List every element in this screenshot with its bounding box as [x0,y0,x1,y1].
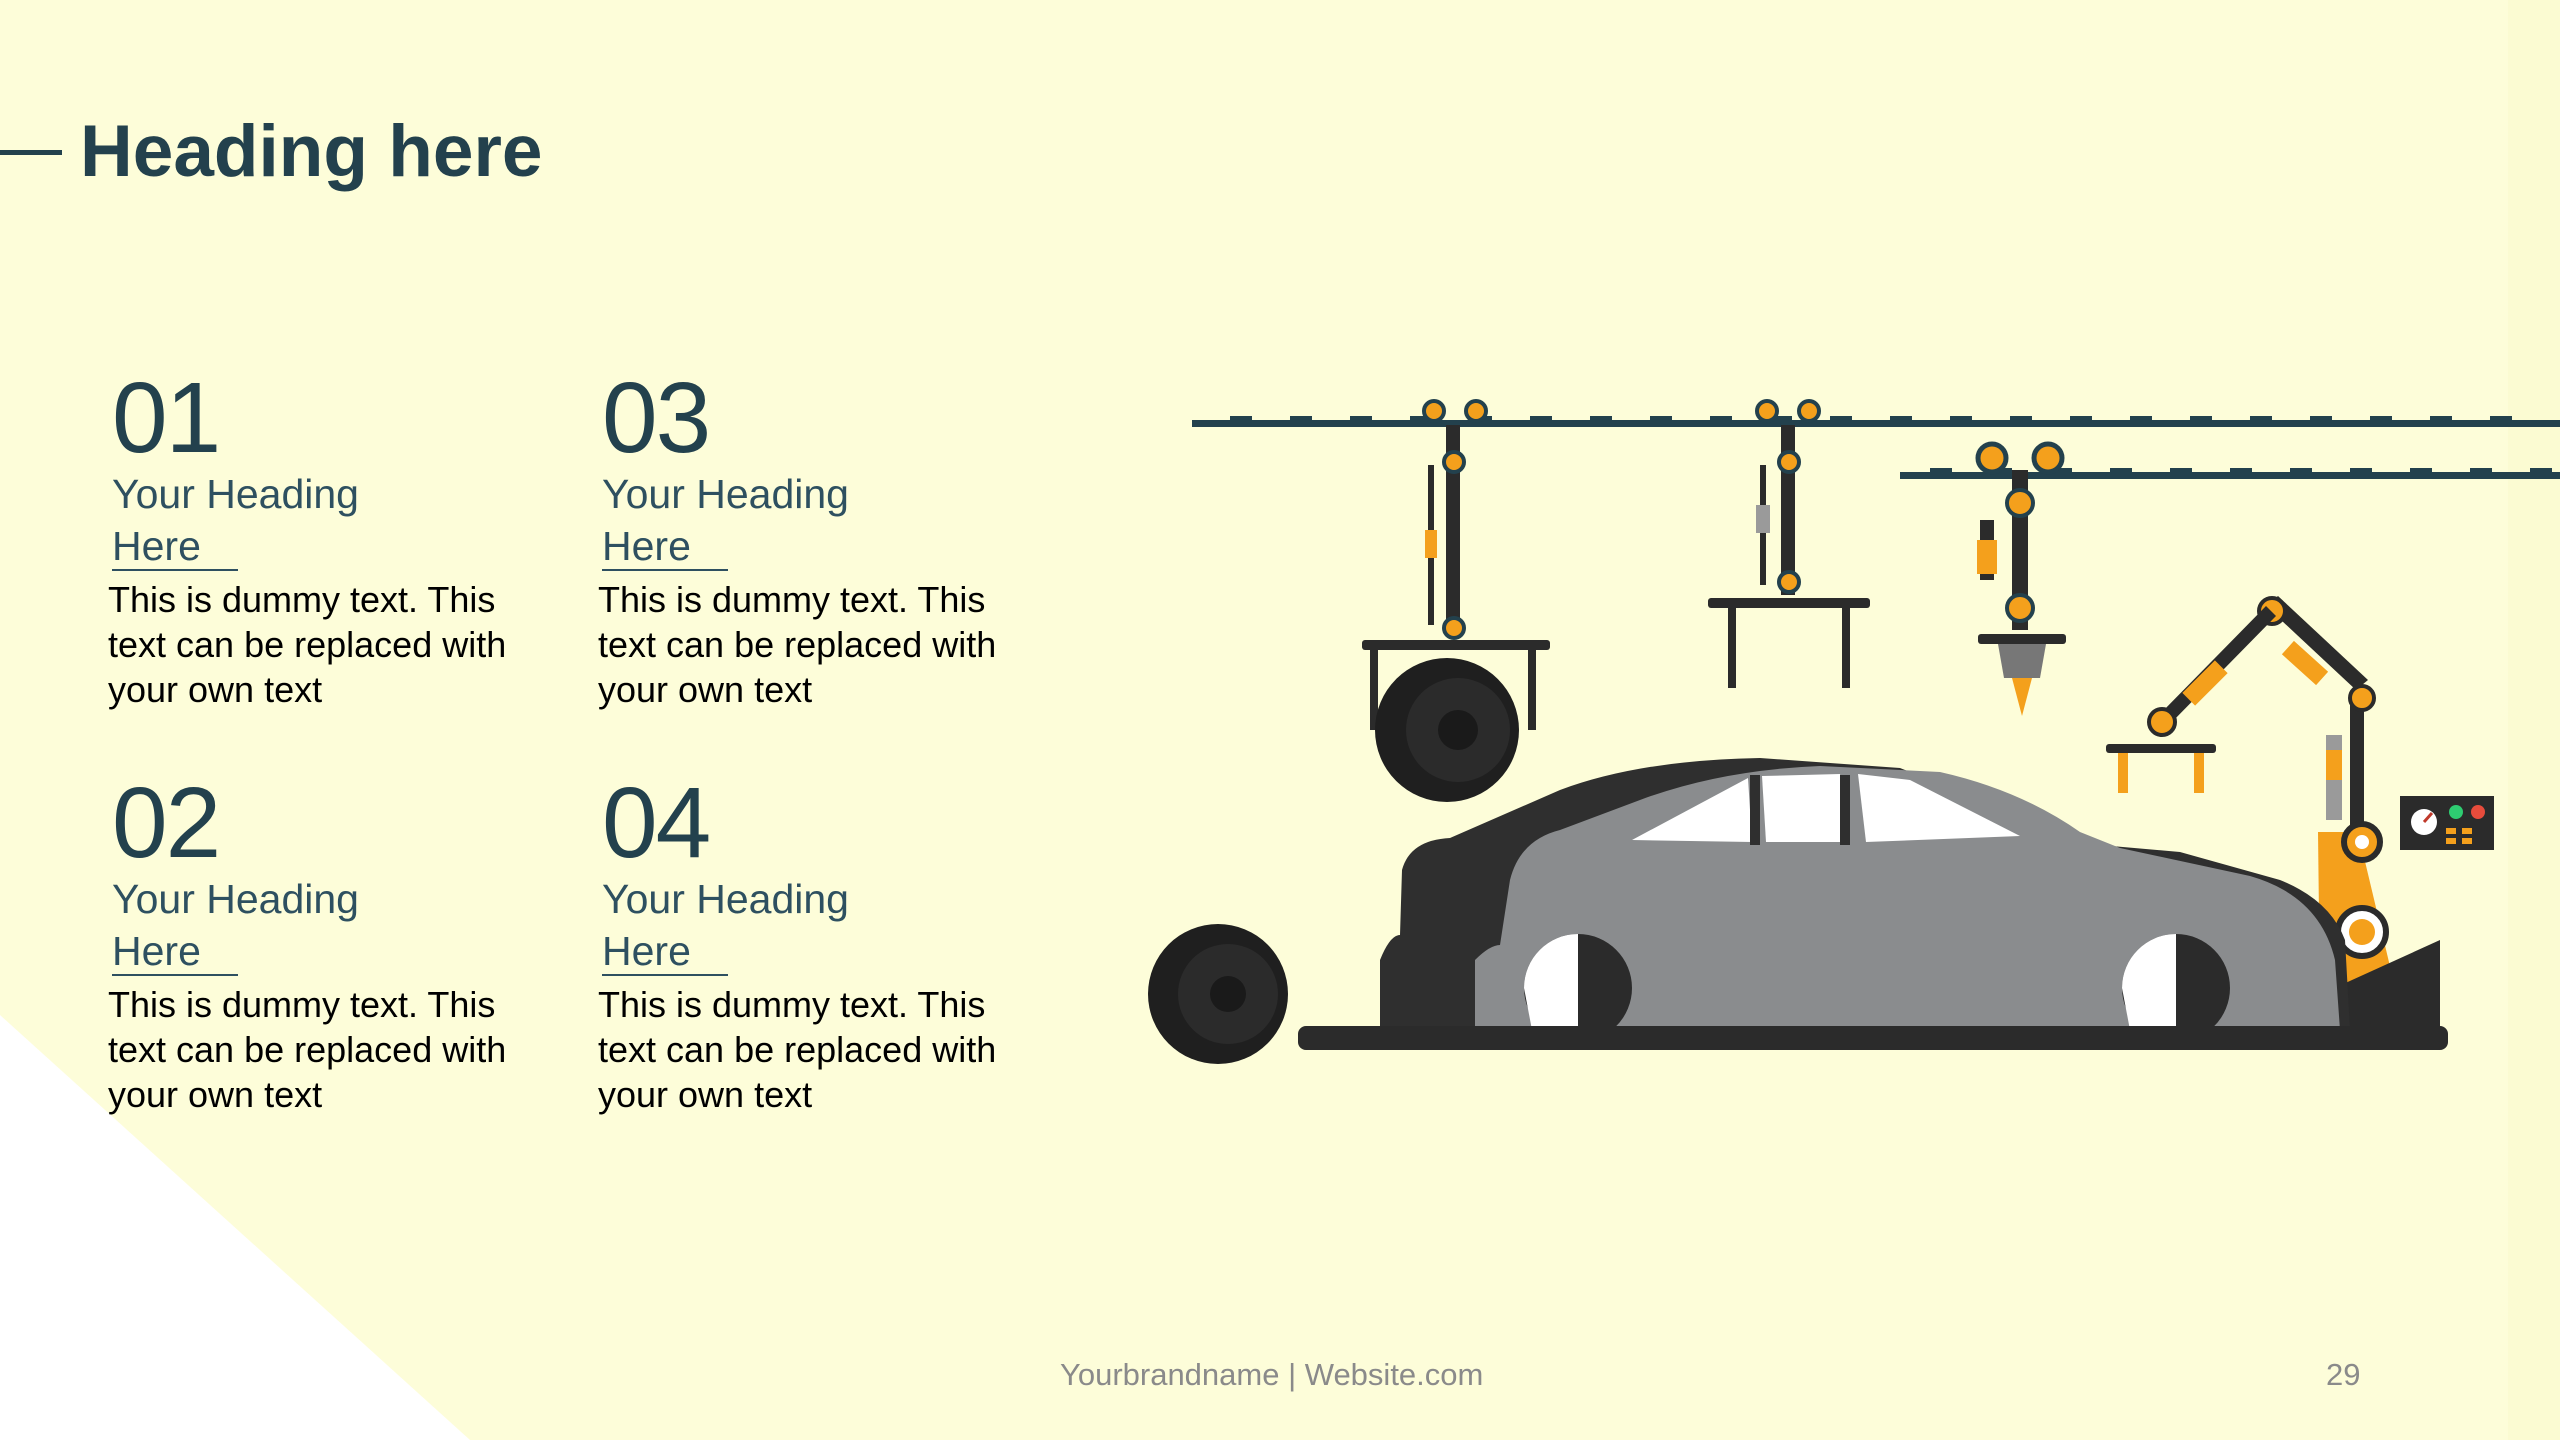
page-number: 29 [2326,1357,2361,1392]
item-number: 04 [602,767,711,879]
car-icon [1380,758,2350,1042]
item-heading: Your Heading Here [602,471,849,569]
heading-underline [112,569,238,571]
heading-underline [602,569,728,571]
tire-icon [1148,924,1288,1064]
item-heading: Your Heading Here [602,876,849,974]
control-panel-icon [2400,796,2494,850]
list-item-01: 01 Your Heading Here This is dummy text.… [108,362,532,712]
robot-arm-icon [2106,596,2440,1040]
list-item-02: 02 Your Heading Here This is dummy text.… [108,767,532,1117]
item-body-text: This is dummy text. This text can be rep… [108,579,507,710]
item-body-text: This is dummy text. This text can be rep… [108,984,507,1115]
title-accent-line [0,150,62,155]
footer-brand: Yourbrandname | Website.com [1060,1357,1484,1392]
assembly-line-illustration [1148,399,2560,1064]
robot-arm-icon [1975,441,2066,716]
heading-underline [112,974,238,976]
list-item-04: 04 Your Heading Here This is dummy text.… [598,767,1022,1117]
item-number: 03 [602,362,711,474]
item-body-text: This is dummy text. This text can be rep… [598,579,997,710]
robot-arm-icon [1362,399,1550,802]
page-title: Heading here [80,111,543,192]
item-number: 01 [112,362,221,474]
overhead-rail [1192,416,2560,479]
item-heading: Your Heading Here [112,876,359,974]
item-heading: Your Heading Here [112,471,359,569]
item-body-text: This is dummy text. This text can be rep… [598,984,997,1115]
conveyor-platform [1298,1026,2448,1050]
list-item-03: 03 Your Heading Here This is dummy text.… [598,362,1022,712]
item-number: 02 [112,767,221,879]
robot-arm-icon [1708,399,1870,688]
heading-underline [602,974,728,976]
